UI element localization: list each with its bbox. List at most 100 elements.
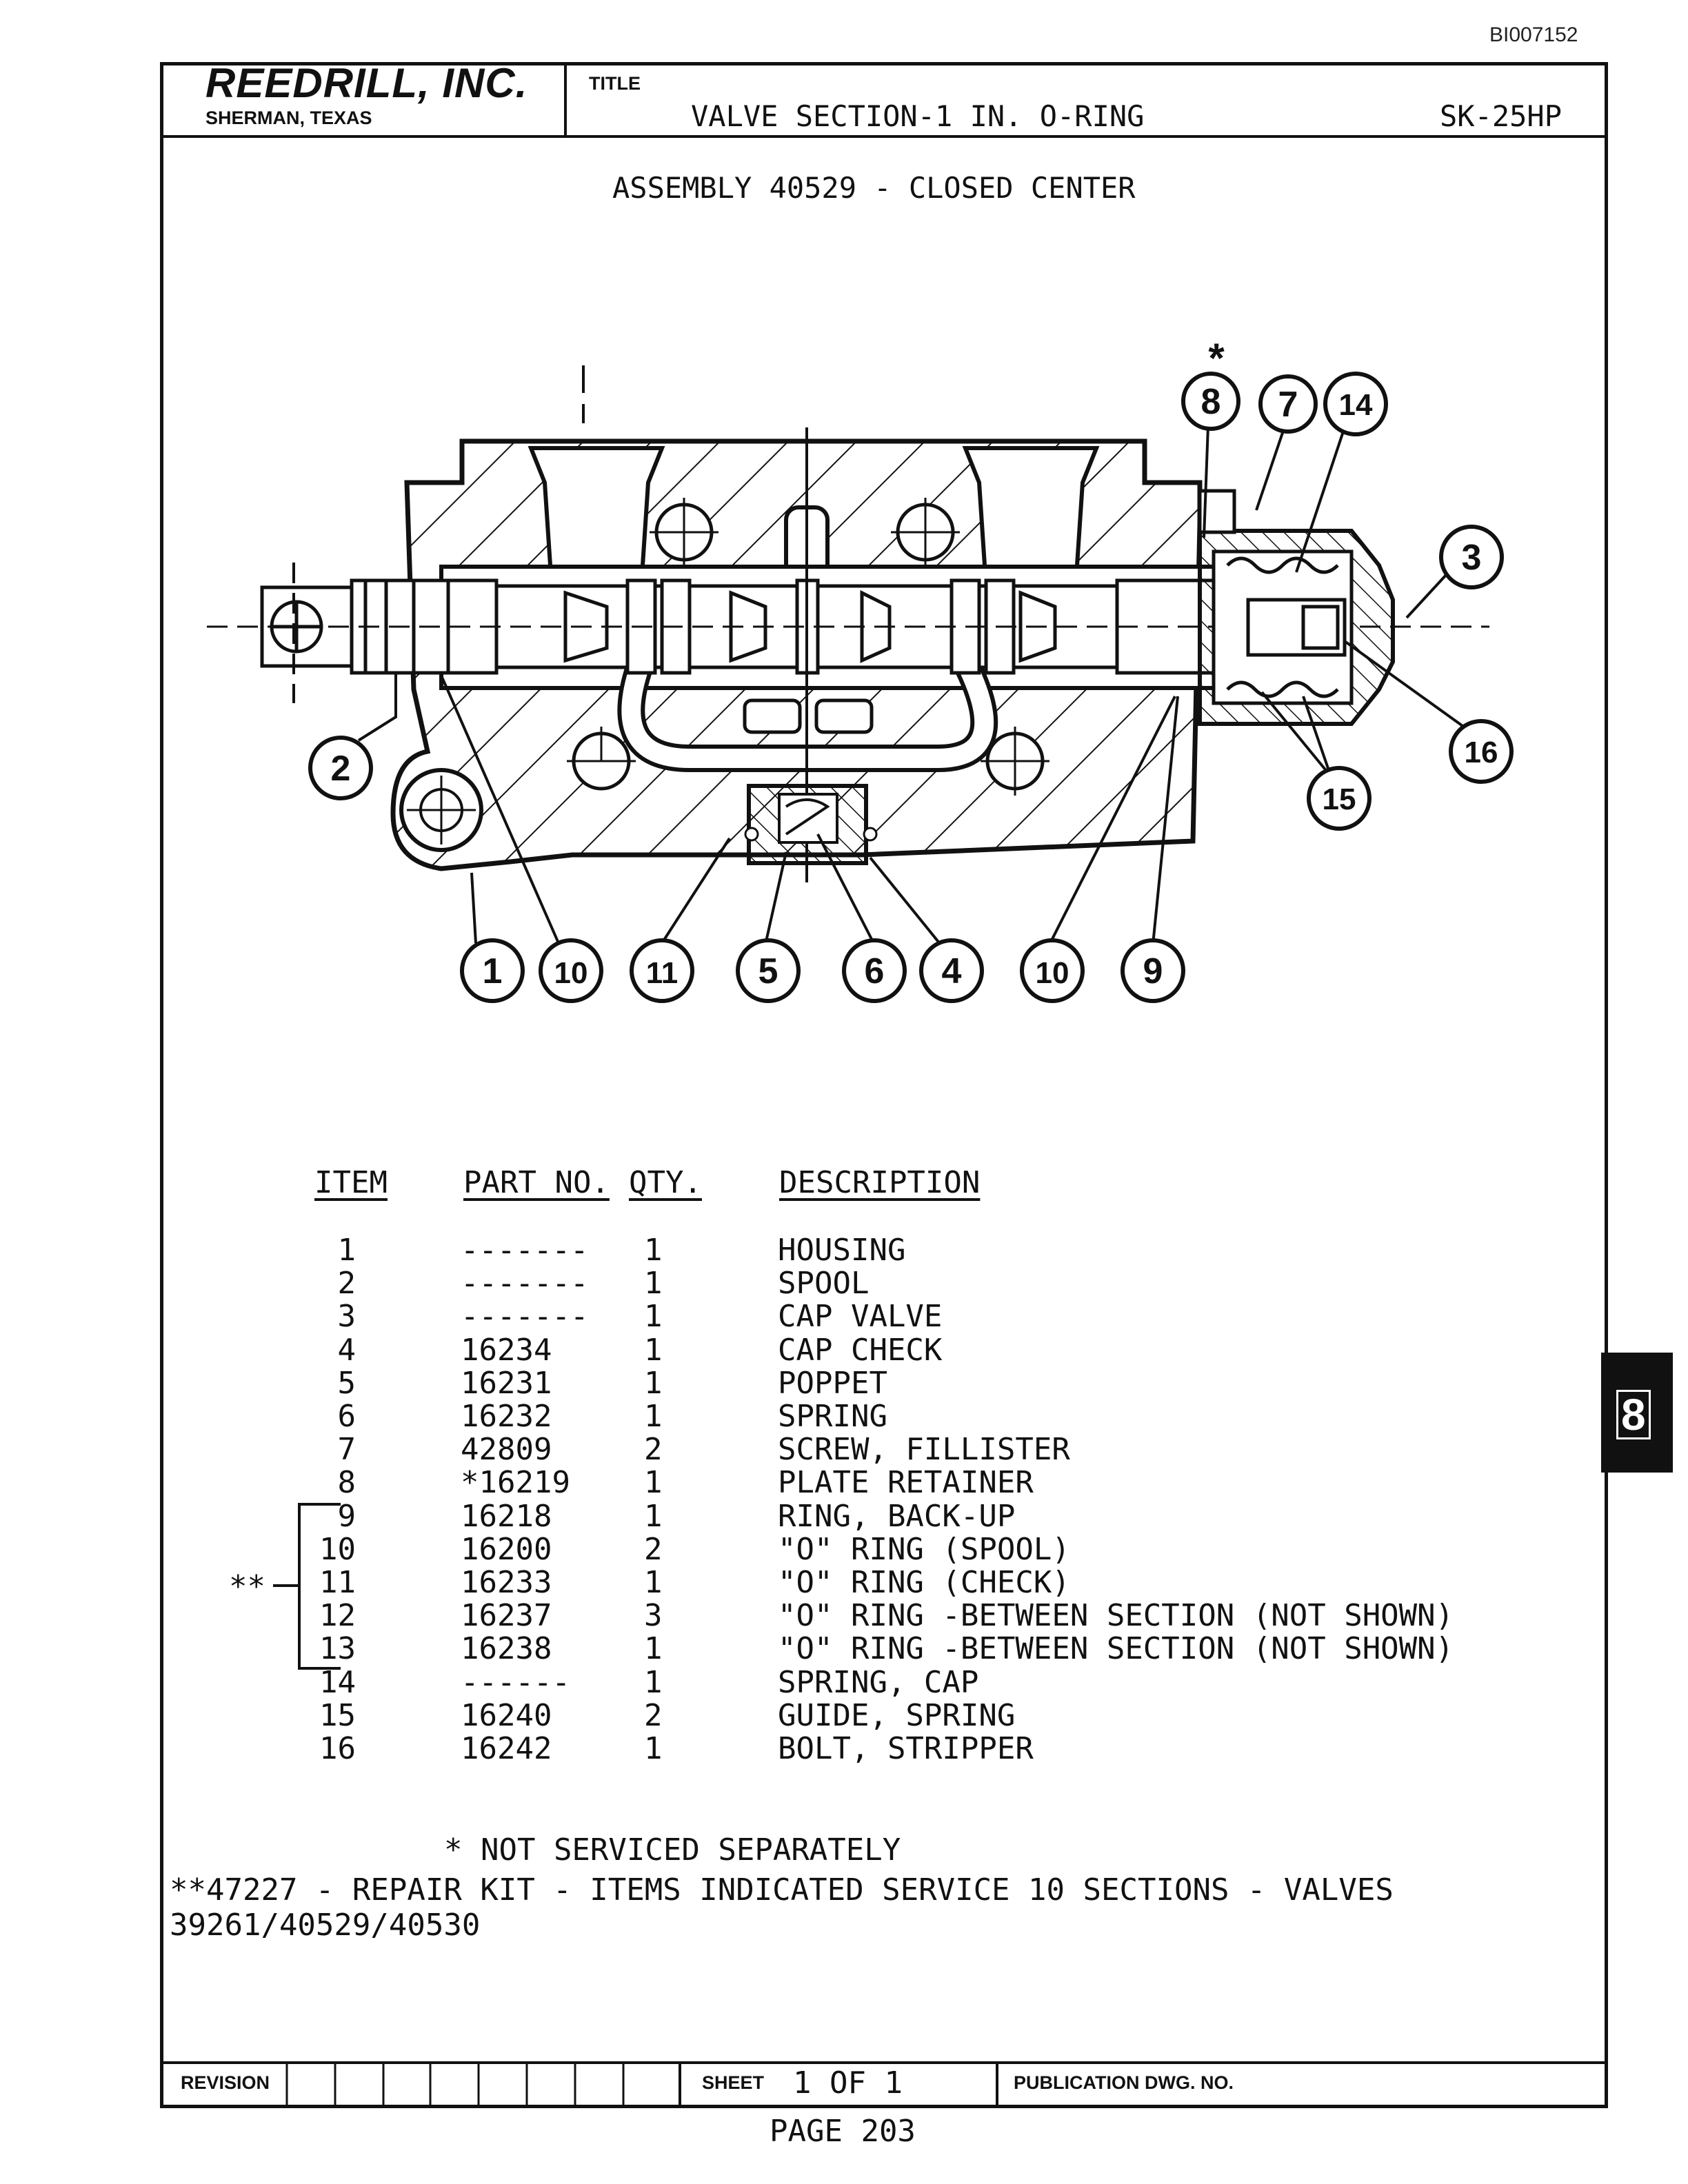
table-cell-qty: 2 [644,1697,663,1733]
table-cell-description: POPPET [778,1365,887,1401]
table-cell-item: 5 [337,1365,356,1401]
table-cell-part-no: 16238 [461,1631,552,1667]
table-cell-qty: 1 [644,1233,663,1268]
table-cell-description: CAP VALVE [778,1299,943,1335]
table-cell-part-no: 16242 [461,1731,552,1766]
table-cell-qty: 1 [644,1399,663,1434]
callout-3: 3 [1462,538,1482,578]
table-cell-item: 10 [319,1531,356,1567]
revision-label: REVISION [181,2072,270,2093]
table-cell-description: SCREW, FILLISTER [778,1432,1070,1468]
table-cell-description: CAP CHECK [778,1332,943,1368]
section-tab-label: 8 [1616,1390,1651,1439]
callout-15: 15 [1323,782,1356,816]
table-cell-item: 8 [337,1465,356,1501]
table-cell-item: 13 [319,1631,356,1667]
table-cell-description: GUIDE, SPRING [778,1697,1016,1733]
callout-8: 8 [1201,382,1221,422]
table-cell-part-no: 16234 [461,1332,552,1368]
table-cell-description: RING, BACK-UP [778,1498,1016,1534]
table-cell-qty: 1 [644,1731,663,1766]
callout-2: 2 [331,749,351,789]
table-cell-item: 14 [319,1664,356,1700]
table-cell-item: 12 [319,1598,356,1634]
model-number: SK-25HP [1440,99,1563,133]
table-cell-item: 9 [337,1498,356,1534]
page-number: PAGE 203 [770,2114,916,2149]
table-cell-qty: 1 [644,1498,663,1534]
table-cell-item: 16 [319,1731,356,1766]
table-cell-part-no: ------- [461,1266,589,1302]
table-cell-part-no: 42809 [461,1432,552,1468]
callout-1: 1 [483,951,503,991]
callout-6: 6 [865,951,885,991]
sheet-value: 1 OF 1 [793,2065,903,2101]
table-cell-item: 7 [337,1432,356,1468]
table-cell-part-no: 16231 [461,1365,552,1401]
callout-16: 16 [1465,736,1498,769]
table-cell-description: SPRING [778,1399,887,1434]
callout-11: 11 [646,956,679,990]
header-description: DESCRIPTION [779,1165,981,1200]
table-cell-part-no: ------- [461,1299,589,1335]
note-not-serviced: * NOT SERVICED SEPARATELY [444,1832,901,1868]
table-cell-description: "O" RING -BETWEEN SECTION (NOT SHOWN) [778,1598,1454,1634]
table-cell-part-no: 16240 [461,1697,552,1733]
callout-8-star: * [1208,335,1225,381]
table-cell-part-no: 16218 [461,1498,552,1534]
note-repair-kit: **47227 - REPAIR KIT - ITEMS INDICATED S… [170,1872,1394,1943]
table-cell-qty: 1 [644,1266,663,1302]
company-name: REEDRILL, INC. [205,60,528,106]
table-cell-qty: 1 [644,1631,663,1667]
table-cell-description: BOLT, STRIPPER [778,1731,1034,1766]
callout-4: 4 [942,951,962,991]
drawing-frame [160,62,1608,2108]
callout-7: 7 [1278,385,1298,425]
table-cell-part-no: 16232 [461,1399,552,1434]
drawing-title: VALVE SECTION-1 IN. O-RING [691,99,1145,133]
table-cell-description: "O" RING (CHECK) [778,1565,1070,1600]
callout-9: 9 [1143,951,1163,991]
callout-10-left: 10 [554,956,588,990]
table-cell-qty: 1 [644,1465,663,1501]
table-cell-part-no: ------- [461,1233,589,1268]
table-cell-qty: 2 [644,1432,663,1468]
callout-10-right: 10 [1036,956,1069,990]
table-cell-part-no: 16237 [461,1598,552,1634]
callout-5: 5 [758,951,778,991]
callout-14: 14 [1339,388,1373,422]
header-qty: QTY. [629,1165,702,1200]
table-cell-description: HOUSING [778,1233,906,1268]
table-cell-item: 2 [337,1266,356,1302]
title-label: TITLE [589,73,641,94]
table-cell-part-no: 16200 [461,1531,552,1567]
header-item: ITEM [314,1165,388,1200]
assembly-caption: ASSEMBLY 40529 - CLOSED CENTER [612,171,1136,205]
table-cell-qty: 1 [644,1332,663,1368]
table-cell-qty: 1 [644,1299,663,1335]
table-cell-part-no: 16233 [461,1565,552,1600]
table-cell-item: 3 [337,1299,356,1335]
publication-label: PUBLICATION DWG. NO. [1014,2072,1234,2093]
table-cell-part-no: ------ [461,1664,570,1700]
table-cell-qty: 2 [644,1531,663,1567]
table-cell-description: "O" RING -BETWEEN SECTION (NOT SHOWN) [778,1631,1454,1667]
table-cell-description: SPRING, CAP [778,1664,979,1700]
header-part-no: PART NO. [463,1165,610,1200]
document-id: BI007152 [1489,23,1578,46]
table-cell-qty: 3 [644,1598,663,1634]
sheet-label: SHEET [702,2072,765,2093]
table-cell-item: 11 [319,1565,356,1600]
company-location: SHERMAN, TEXAS [205,108,372,128]
table-cell-part-no: *16219 [461,1465,570,1501]
table-cell-item: 4 [337,1332,356,1368]
kit-marker: ** [229,1569,265,1604]
table-cell-item: 1 [337,1233,356,1268]
table-cell-qty: 1 [644,1565,663,1600]
table-cell-description: "O" RING (SPOOL) [778,1531,1070,1567]
table-cell-description: PLATE RETAINER [778,1465,1034,1501]
table-cell-item: 15 [319,1697,356,1733]
table-cell-qty: 1 [644,1664,663,1700]
